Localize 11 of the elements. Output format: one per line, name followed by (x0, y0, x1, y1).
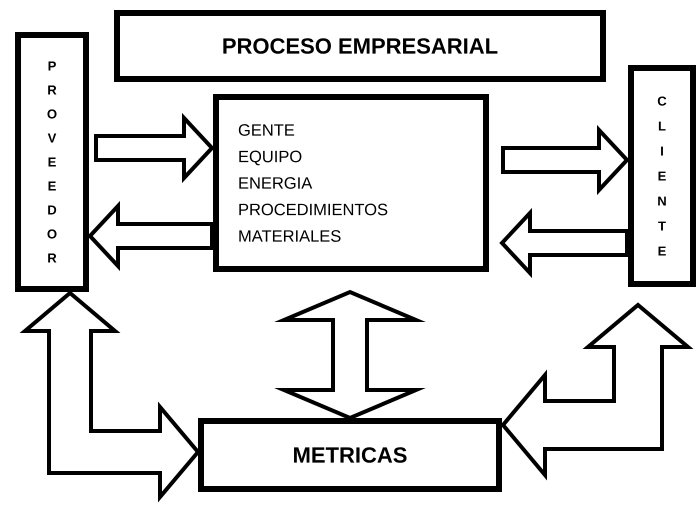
block-arrow (87, 200, 214, 272)
metrics-box: METRICAS (198, 418, 502, 492)
block-arrow (501, 124, 630, 196)
process-box: GENTE EQUIPO ENERGIA PROCEDIMIENTOS MATERIALES (213, 94, 489, 272)
block-arrow (94, 112, 215, 184)
block-arrow (500, 302, 694, 480)
vertical-box: CLIENTE (628, 65, 696, 287)
block-arrow (499, 208, 629, 278)
block-arrow (274, 290, 426, 420)
vertical-box: PROVEEDOR (15, 32, 89, 292)
title-box: PROCESO EMPRESARIAL (114, 10, 606, 82)
